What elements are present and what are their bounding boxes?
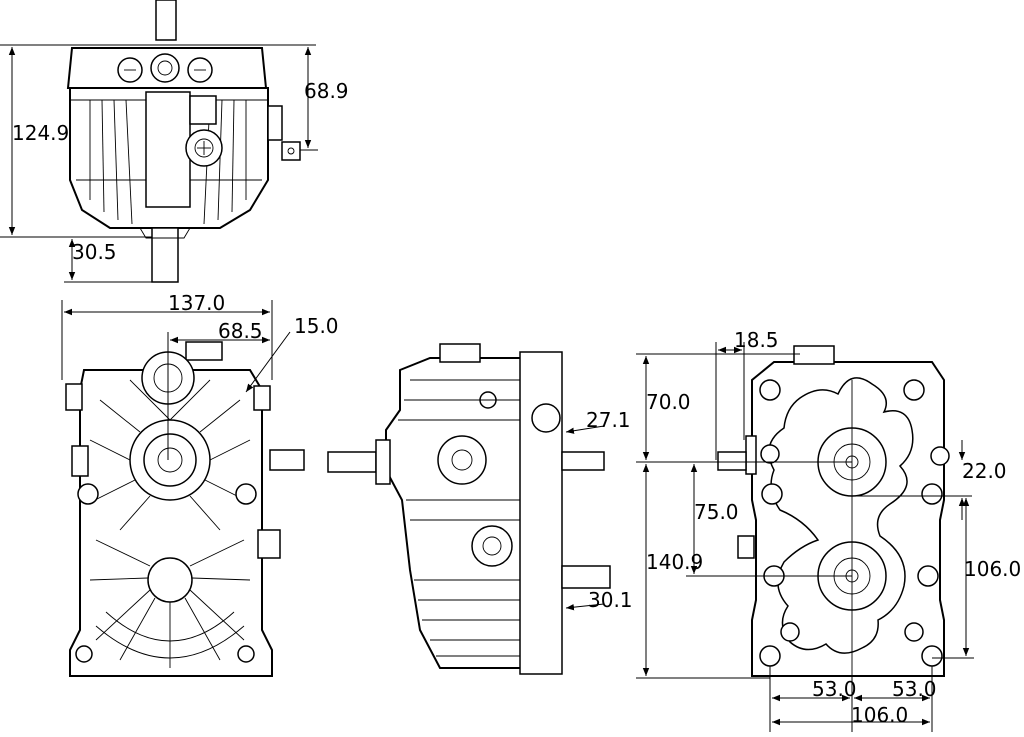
dim-top-height-upper: 68.9 (304, 79, 349, 103)
dim-rear-width-bottom: 106.0 (851, 703, 908, 727)
dim-rear-half-right: 53.0 (892, 677, 937, 701)
dim-rear-height-upper: 70.0 (646, 390, 691, 414)
front-view (65, 341, 305, 677)
side-view (327, 343, 611, 675)
dim-rear-height-total: 140.9 (646, 550, 703, 574)
dim-front-width: 137.0 (168, 291, 225, 315)
dim-rear-offset-top: 18.5 (734, 328, 779, 352)
dim-rear-center-distance: 75.0 (694, 500, 739, 524)
dim-rear-half-left: 53.0 (812, 677, 857, 701)
top-view (66, 0, 301, 283)
front-view-dimensions: 137.0 68.5 15.0 (61, 291, 339, 460)
side-view-dimensions: 27.1 30.1 (565, 408, 633, 612)
dim-rear-offset-right: 22.0 (962, 459, 1007, 483)
dim-front-half: 68.5 (218, 319, 263, 343)
dim-side-shaft-lower: 30.1 (588, 588, 633, 612)
top-view-dimensions: 124.9 68.9 30.5 (0, 44, 349, 283)
dim-top-height-total: 124.9 (12, 121, 69, 145)
front-view-ribs-upper (89, 379, 251, 531)
dim-top-shaft: 30.5 (72, 240, 117, 264)
dim-side-shaft-upper: 27.1 (586, 408, 631, 432)
rear-view (717, 345, 950, 677)
front-view-ribs-lower (89, 539, 251, 668)
dim-front-offset: 15.0 (294, 314, 339, 338)
side-view-fins (398, 379, 520, 657)
dim-rear-bolt-span: 106.0 (964, 557, 1021, 581)
rear-view-dimensions: 18.5 70.0 140.9 75.0 22.0 106.0 53.0 53.… (636, 328, 1021, 732)
rear-view-bolts (759, 379, 950, 667)
